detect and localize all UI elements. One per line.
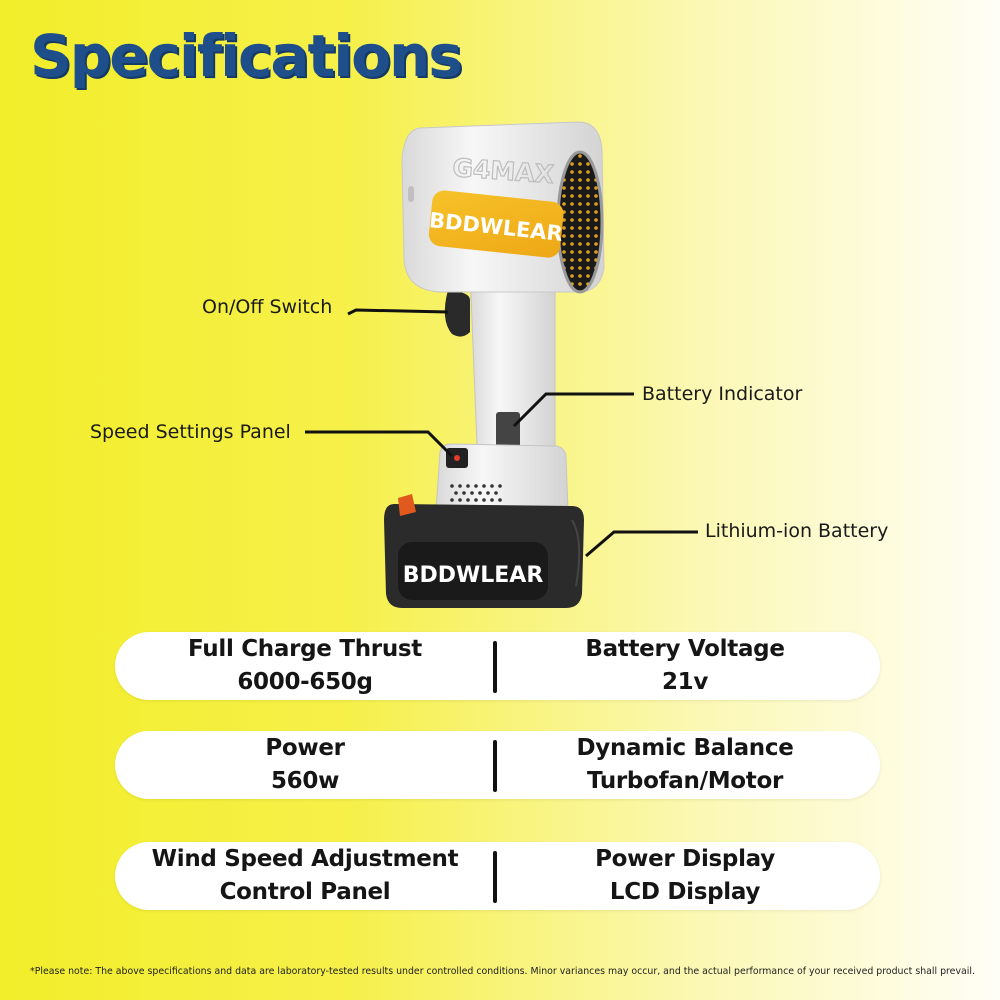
spec-divider (493, 641, 497, 693)
lithium-ion-battery: BDDWLEAR (384, 494, 584, 608)
battery-indicator-window (496, 412, 520, 452)
callout-on-off-switch: On/Off Switch (202, 296, 333, 318)
spec-value: Control Panel (219, 879, 391, 905)
lithium-ion-battery-leader (585, 530, 698, 558)
spec-row: Full Charge Thrust 6000-650g Battery Vol… (115, 632, 880, 700)
spec-value: 6000-650g (237, 669, 373, 695)
spec-cell-thrust: Full Charge Thrust 6000-650g (120, 632, 490, 700)
spec-cell-wind-speed: Wind Speed Adjustment Control Panel (120, 842, 490, 910)
spec-label: Dynamic Balance (576, 735, 794, 761)
speed-settings-leader (305, 430, 454, 458)
vent-holes (450, 484, 502, 502)
product-illustration: G4MAX BDDWLEAR BDDWLEAR (305, 121, 698, 608)
blower-base (435, 443, 569, 513)
spec-row: Power 560w Dynamic Balance Turbofan/Moto… (115, 731, 880, 799)
spec-value: Turbofan/Motor (586, 768, 784, 794)
spec-divider (493, 851, 497, 903)
spec-label: Power (265, 735, 345, 761)
spec-row: Wind Speed Adjustment Control Panel Powe… (115, 842, 880, 910)
spec-label: Wind Speed Adjustment (151, 846, 459, 872)
on-off-switch-leader (347, 308, 449, 316)
spec-label: Power Display (595, 846, 775, 872)
trigger-switch (444, 290, 470, 337)
page-title: Specifications (30, 22, 463, 90)
brand-label: BDDWLEAR (428, 190, 564, 258)
nozzle-mesh (558, 152, 602, 292)
spec-cell-dynamic-balance: Dynamic Balance Turbofan/Motor (500, 731, 870, 799)
battery-indicator-leader (512, 392, 634, 428)
disclaimer-note: *Please note: The above specifications a… (30, 966, 975, 977)
battery-brand-text: BDDWLEAR (403, 563, 544, 588)
spec-cell-voltage: Battery Voltage 21v (500, 632, 870, 700)
spec-label: Full Charge Thrust (188, 636, 422, 662)
callout-battery-indicator: Battery Indicator (642, 383, 803, 405)
spec-label: Battery Voltage (585, 636, 785, 662)
spec-value: 560w (270, 768, 340, 794)
spec-cell-power-display: Power Display LCD Display (500, 842, 870, 910)
callout-speed-settings-panel: Speed Settings Panel (90, 421, 291, 443)
spec-value: 21v (661, 669, 709, 695)
spec-divider (493, 740, 497, 792)
callout-lithium-ion-battery: Lithium-ion Battery (705, 520, 889, 542)
spec-value: LCD Display (609, 879, 761, 905)
spec-cell-power: Power 560w (120, 731, 490, 799)
